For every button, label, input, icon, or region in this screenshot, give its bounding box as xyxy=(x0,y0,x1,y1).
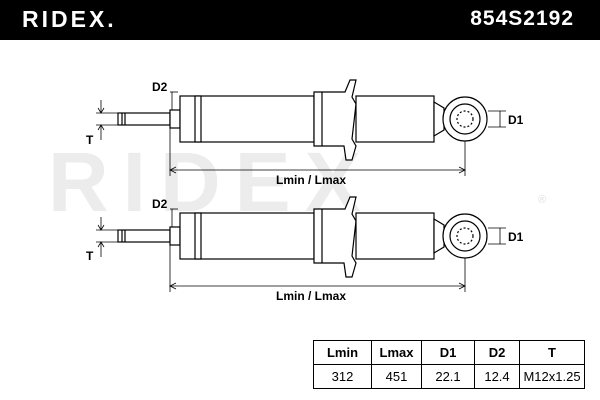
spec-header-lmax: Lmax xyxy=(371,340,422,365)
label-length-bottom: Lmin / Lmax xyxy=(276,289,346,303)
spec-header-d1: D1 xyxy=(421,340,475,365)
shock-absorber-drawing: D2 T D1 Lmin / Lmax D2 xyxy=(86,79,524,303)
watermark-logo: RIDEX xyxy=(48,135,375,229)
shock-absorber-top xyxy=(117,79,488,161)
label-d2-bottom: D2 xyxy=(152,197,168,211)
spec-value-t: M12x1.25 xyxy=(519,364,585,389)
spec-header-t: T xyxy=(519,340,585,365)
spec-value-d1: 22.1 xyxy=(421,364,475,389)
part-number: 854S2192 xyxy=(470,7,574,30)
watermark-registered-mark: ® xyxy=(538,194,547,206)
spec-value-d2: 12.4 xyxy=(474,364,520,389)
spring-seat-bracket xyxy=(313,79,357,161)
threaded-stud xyxy=(117,229,171,243)
spec-header-d2: D2 xyxy=(474,340,520,365)
spec-table: Lmin Lmax D1 D2 T 312 451 22.1 12.4 M12x… xyxy=(313,340,585,389)
threaded-stud xyxy=(117,112,171,126)
eye-mount-hole xyxy=(456,110,474,128)
shock-absorber-bottom xyxy=(117,196,488,278)
spec-table-value-row: 312 451 22.1 12.4 M12x1.25 xyxy=(313,364,585,389)
spec-value-lmin: 312 xyxy=(313,364,372,389)
upper-body xyxy=(179,212,315,260)
lower-body xyxy=(355,212,435,260)
label-t-bottom: T xyxy=(86,249,94,263)
spec-value-lmax: 451 xyxy=(371,364,422,389)
label-d2-top: D2 xyxy=(152,80,168,94)
brand-logo: RIDEX. xyxy=(22,6,117,32)
eye-mount-hole xyxy=(456,227,474,245)
stud-collar xyxy=(169,226,181,246)
label-d1-top: D1 xyxy=(508,113,524,127)
dimensions-bottom xyxy=(96,208,506,292)
label-length-top: Lmin / Lmax xyxy=(276,173,346,187)
header-bar: RIDEX. 854S2192 xyxy=(0,0,600,40)
spec-header-lmin: Lmin xyxy=(313,340,372,365)
spring-seat-bracket xyxy=(313,196,357,278)
label-d1-bottom: D1 xyxy=(508,230,524,244)
spec-table-header-row: Lmin Lmax D1 D2 T xyxy=(313,340,585,365)
stud-collar xyxy=(169,109,181,129)
lower-body xyxy=(355,95,435,143)
dimensions-top xyxy=(96,91,506,176)
label-t-top: T xyxy=(86,133,94,147)
